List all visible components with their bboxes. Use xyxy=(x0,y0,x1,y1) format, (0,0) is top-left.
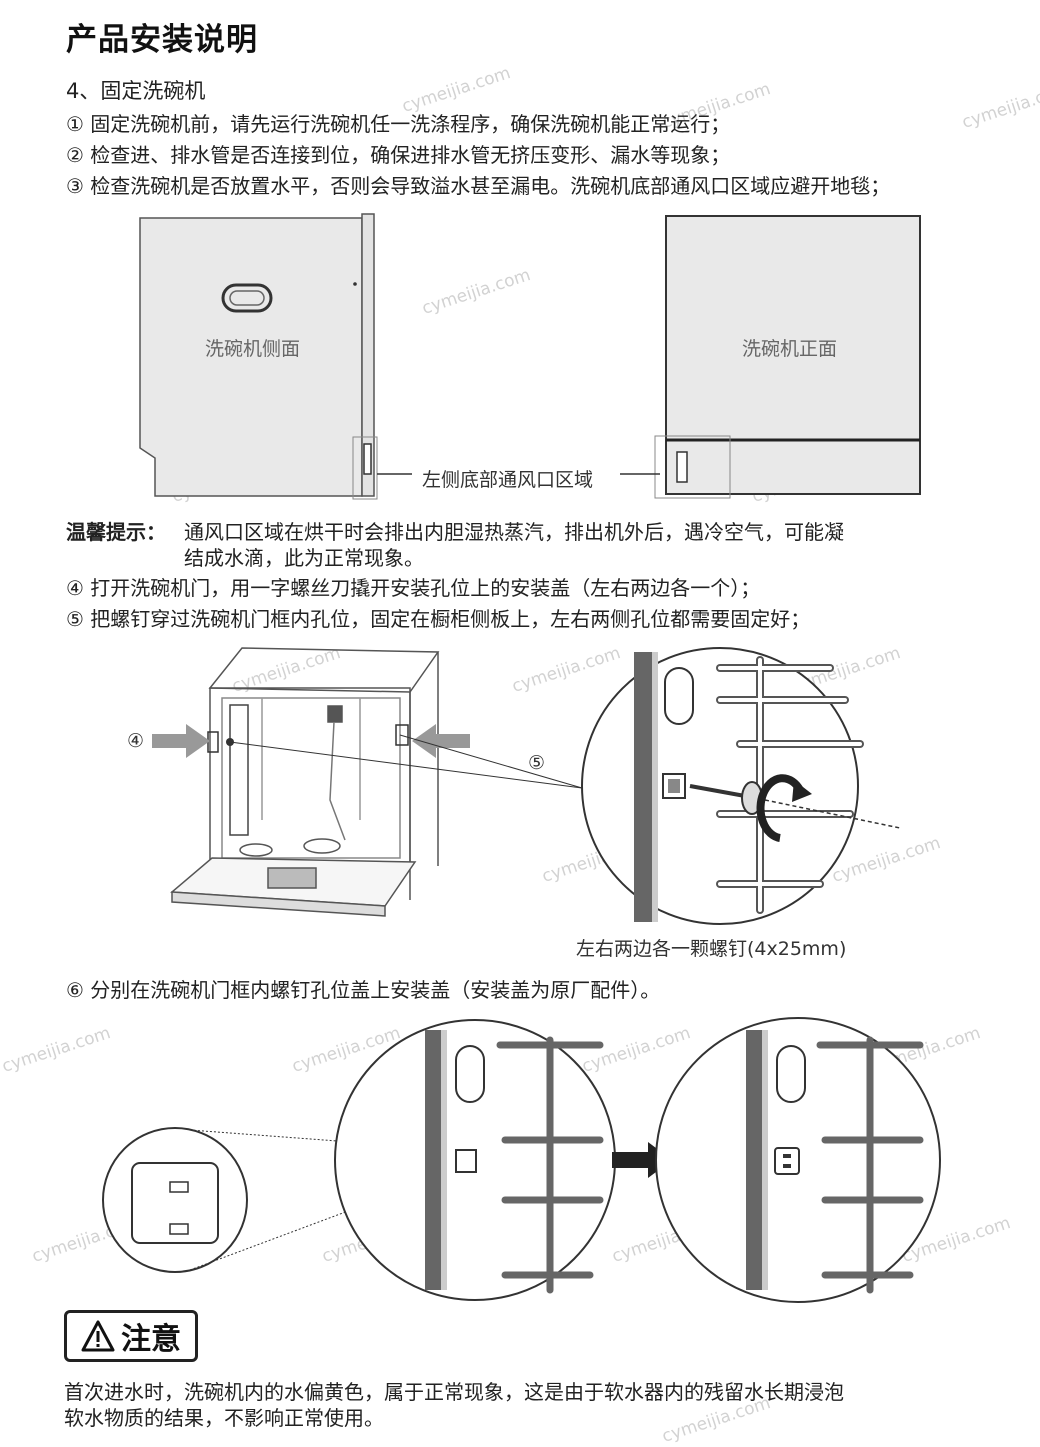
vent-area-label: 左侧底部通风口区域 xyxy=(422,469,594,491)
callout-4: ④ xyxy=(127,730,145,752)
rotate-icon xyxy=(756,774,804,842)
step-6: ⑥ 分别在洗碗机门框内螺钉孔位盖上安装盖（安装盖为原厂配件）。 xyxy=(66,978,661,1002)
step-3: ③ 检查洗碗机是否放置水平，否则会导致溢水甚至漏电。洗碗机底部通风口区域应避开地… xyxy=(66,174,891,198)
front-view-label: 洗碗机正面 xyxy=(742,338,838,360)
section-heading: 4、固定洗碗机 xyxy=(66,79,206,103)
notice-badge: 注意 xyxy=(64,1310,198,1362)
notice-line-1: 首次进水时，洗碗机内的水偏黄色，属于正常现象，这是由于软水器内的残留水长期浸泡 xyxy=(64,1380,844,1404)
arrow-right-icon xyxy=(152,724,210,758)
step-4: ④ 打开洗碗机门，用一字螺丝刀撬开安装孔位上的安装盖（左右两边各一个）； xyxy=(66,576,761,600)
dishwasher-side-view xyxy=(139,213,412,500)
dishwasher-open-view xyxy=(170,647,440,917)
cover-detail-view xyxy=(102,1127,459,1273)
screw-magnified-view xyxy=(581,647,901,925)
page-title: 产品安装说明 xyxy=(66,22,258,58)
arrow-left-icon xyxy=(412,724,470,758)
cover-before-view xyxy=(334,1019,616,1301)
notice-title: 注意 xyxy=(121,1322,181,1357)
step-5: ⑤ 把螺钉穿过洗碗机门框内孔位，固定在橱柜侧板上，左右两侧孔位都需要固定好； xyxy=(66,607,811,631)
tip-label: 温馨提示： xyxy=(66,520,166,544)
screw-caption: 左右两边各一颗螺钉(4x25mm) xyxy=(576,938,847,960)
notice-line-2: 软水物质的结果，不影响正常使用。 xyxy=(64,1406,384,1430)
side-view-label: 洗碗机侧面 xyxy=(205,338,301,360)
step-1: ① 固定洗碗机前，请先运行洗碗机任一洗涤程序，确保洗碗机能正常运行； xyxy=(66,112,731,136)
cover-after-view xyxy=(655,1017,941,1303)
callout-5: ⑤ xyxy=(528,752,546,774)
step-2: ② 检查进、排水管是否连接到位，确保进排水管无挤压变形、漏水等现象； xyxy=(66,143,731,167)
tip-line-2: 结成水滴，此为正常现象。 xyxy=(184,546,424,570)
tip-line-1: 通风口区域在烘干时会排出内胆湿热蒸汽，排出机外后，遇冷空气，可能凝 xyxy=(184,520,844,544)
dishwasher-front-view xyxy=(620,215,921,499)
warning-triangle-icon xyxy=(81,1320,115,1352)
